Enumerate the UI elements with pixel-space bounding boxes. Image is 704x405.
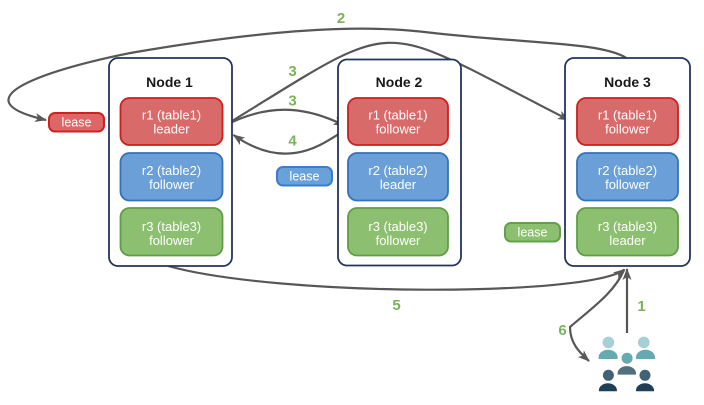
- svg-text:lease: lease: [62, 116, 92, 130]
- svg-text:Node 1: Node 1: [146, 74, 193, 90]
- svg-text:follower: follower: [149, 233, 194, 248]
- svg-text:r3 (table3): r3 (table3): [142, 219, 201, 234]
- svg-text:r2 (table2): r2 (table2): [368, 163, 427, 178]
- svg-text:leader: leader: [380, 177, 417, 192]
- svg-text:r1 (table1): r1 (table1): [142, 108, 201, 123]
- svg-text:follower: follower: [376, 122, 421, 137]
- svg-text:leader: leader: [609, 233, 646, 248]
- svg-text:r2 (table2): r2 (table2): [142, 163, 201, 178]
- svg-text:leader: leader: [153, 122, 190, 137]
- svg-text:r3 (table3): r3 (table3): [368, 219, 427, 234]
- svg-text:r1 (table1): r1 (table1): [368, 108, 427, 123]
- svg-text:Node 3: Node 3: [604, 74, 651, 90]
- svg-text:follower: follower: [149, 177, 194, 192]
- svg-text:follower: follower: [376, 233, 421, 248]
- svg-text:5: 5: [392, 297, 400, 314]
- svg-text:lease: lease: [290, 170, 320, 184]
- svg-text:Node 2: Node 2: [376, 74, 423, 90]
- svg-text:2: 2: [337, 10, 345, 27]
- svg-text:r2 (table2): r2 (table2): [598, 163, 657, 178]
- svg-text:3: 3: [288, 93, 296, 110]
- svg-text:r3 (table3): r3 (table3): [598, 219, 657, 234]
- svg-text:follower: follower: [605, 122, 650, 137]
- svg-text:6: 6: [558, 322, 566, 339]
- svg-text:4: 4: [288, 133, 297, 150]
- svg-text:1: 1: [637, 298, 645, 315]
- svg-text:follower: follower: [605, 177, 650, 192]
- svg-text:lease: lease: [518, 226, 548, 240]
- svg-text:3: 3: [288, 63, 296, 80]
- svg-text:r1 (table1): r1 (table1): [598, 108, 657, 123]
